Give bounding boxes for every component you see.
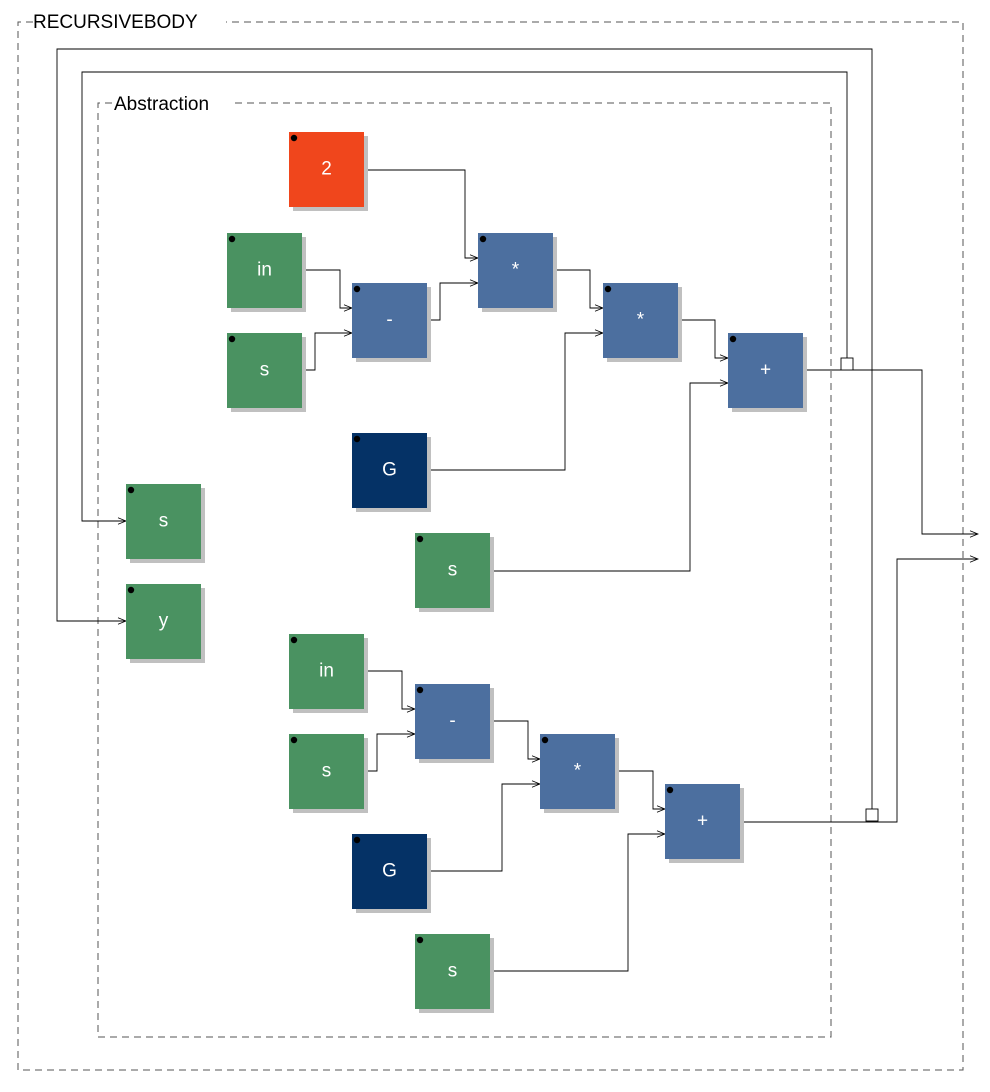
node-box <box>665 784 740 859</box>
node-constant-2[interactable]: 2 <box>289 132 368 211</box>
node-op-subtract[interactable]: - <box>415 684 494 763</box>
node-param-G[interactable]: G <box>352 834 431 913</box>
node-box <box>352 834 427 909</box>
node-box <box>227 233 302 308</box>
node-input-in[interactable]: in <box>227 233 306 312</box>
node-marker-dot <box>353 435 361 443</box>
feedback-junction-1 <box>840 357 854 371</box>
feedback-junction-2 <box>865 808 879 822</box>
wire-in-to-sub1 <box>302 269 352 308</box>
wire-G-to-mul2 <box>427 333 603 471</box>
node-marker-dot <box>479 235 487 243</box>
wire-mul1-to-mul2 <box>553 269 603 308</box>
node-op-multiply[interactable]: * <box>540 734 619 813</box>
node-label: y <box>159 611 169 632</box>
node-box <box>540 734 615 809</box>
node-label: * <box>637 310 645 331</box>
wire-s-to-add2 <box>490 834 665 972</box>
wire-s-to-sub2 <box>364 734 415 772</box>
wire-s-to-add1 <box>490 383 728 572</box>
node-label: - <box>386 310 392 331</box>
wire-in-to-sub2 <box>364 670 415 709</box>
node-marker-dot <box>729 335 737 343</box>
node-label: - <box>449 711 455 732</box>
node-input-s[interactable]: s <box>415 934 494 1013</box>
node-label: * <box>574 761 582 782</box>
node-marker-dot <box>604 285 612 293</box>
node-marker-dot <box>127 586 135 594</box>
node-op-add[interactable]: + <box>665 784 744 863</box>
node-label: s <box>448 961 458 982</box>
node-box <box>289 634 364 709</box>
node-op-multiply[interactable]: * <box>478 233 557 312</box>
wire-sub2-to-mul3 <box>490 720 540 759</box>
node-box <box>126 484 201 559</box>
outer-group-title: RECURSIVEBODY <box>33 12 198 33</box>
node-label: + <box>697 811 708 832</box>
node-label: G <box>382 460 397 481</box>
node-box <box>478 233 553 308</box>
wire-mul3-to-add2 <box>615 770 665 809</box>
node-label: * <box>512 260 520 281</box>
node-feedback-y[interactable]: y <box>126 584 205 663</box>
node-marker-dot <box>353 836 361 844</box>
node-marker-dot <box>353 285 361 293</box>
node-marker-dot <box>666 786 674 794</box>
connection-wires <box>56 48 978 972</box>
node-input-s[interactable]: s <box>289 734 368 813</box>
node-box <box>415 684 490 759</box>
node-input-s[interactable]: s <box>227 333 306 412</box>
outer-group-frame: RECURSIVEBODY <box>17 12 964 1071</box>
node-box <box>352 283 427 358</box>
wire-G-to-mul3 <box>427 784 540 872</box>
node-box <box>603 283 678 358</box>
node-marker-dot <box>290 134 298 142</box>
node-box <box>415 533 490 608</box>
node-label: in <box>257 260 272 281</box>
inner-group-frame: Abstraction <box>97 94 832 1038</box>
node-op-subtract[interactable]: - <box>352 283 431 362</box>
diagram-nodes: 2 in s - * * + G s s y in s - * + G s <box>126 132 807 1013</box>
wire-add2-to-output2 <box>740 559 978 823</box>
wire-2-to-mul1 <box>364 169 478 258</box>
node-op-add[interactable]: + <box>728 333 807 412</box>
node-marker-dot <box>416 686 424 694</box>
node-label: s <box>448 560 458 581</box>
node-label: G <box>382 861 397 882</box>
node-box <box>415 934 490 1009</box>
node-box <box>227 333 302 408</box>
node-op-multiply[interactable]: * <box>603 283 682 362</box>
node-marker-dot <box>416 936 424 944</box>
node-box <box>289 734 364 809</box>
wire-feedback-s <box>81 71 848 521</box>
node-feedback-s[interactable]: s <box>126 484 205 563</box>
node-marker-dot <box>228 235 236 243</box>
node-label: + <box>760 360 771 381</box>
node-marker-dot <box>416 535 424 543</box>
node-input-s[interactable]: s <box>415 533 494 612</box>
node-box <box>352 433 427 508</box>
inner-group-title: Abstraction <box>114 94 209 115</box>
wire-s-to-sub1 <box>302 333 352 371</box>
node-box <box>728 333 803 408</box>
node-marker-dot <box>127 486 135 494</box>
node-label: s <box>159 511 169 532</box>
node-box <box>126 584 201 659</box>
node-box <box>289 132 364 207</box>
wire-sub1-to-mul1 <box>427 283 478 321</box>
node-label: s <box>322 761 332 782</box>
node-input-in[interactable]: in <box>289 634 368 713</box>
node-marker-dot <box>290 736 298 744</box>
node-label: s <box>260 360 270 381</box>
node-label: in <box>319 661 334 682</box>
node-param-G[interactable]: G <box>352 433 431 512</box>
node-marker-dot <box>228 335 236 343</box>
wire-mul2-to-add1 <box>678 319 728 358</box>
node-marker-dot <box>541 736 549 744</box>
wire-feedback-y <box>56 48 873 809</box>
node-marker-dot <box>290 636 298 644</box>
wire-add1-to-output1 <box>803 369 978 534</box>
node-label: 2 <box>321 159 332 180</box>
